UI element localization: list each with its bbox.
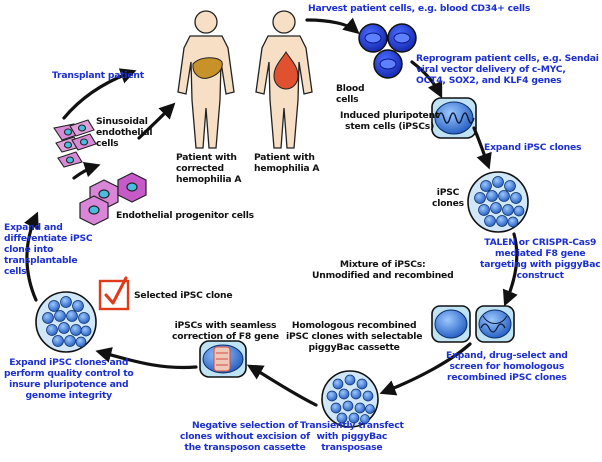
label-mixture: Mixture of iPSCs: Unmodified and recombi… (312, 259, 454, 281)
label-sinusoidal: Sinusoidal endothelial cells (96, 116, 153, 149)
selected-ipsc-colony (35, 291, 97, 353)
ipsc-mixture-cells (431, 305, 515, 343)
liver-icon (192, 57, 223, 79)
endothelial-progenitor-cells (79, 172, 147, 226)
label-ipsc-clones: iPSC clones (432, 187, 464, 209)
label-talen: TALEN or CRISPR-Cas9 mediated F8 gene ta… (480, 237, 601, 281)
label-homologous: Homologous recombined iPSC clones with s… (286, 320, 423, 353)
label-expand-differentiate: Expand and differentiate iPSC clone into… (4, 222, 93, 277)
label-patient-hemophilia: Patient with hemophilia A (254, 152, 320, 174)
patient-corrected-figure-icon (177, 10, 235, 149)
ipsc-single-cell (431, 97, 477, 139)
label-reprogram: Reprogram patient cells, e.g. Sendai vir… (416, 53, 599, 86)
blood-cells-group (358, 23, 417, 79)
homologous-recombined-colony (321, 370, 379, 428)
label-harvest: Harvest patient cells, e.g. blood CD34+ … (308, 3, 531, 14)
label-patient-corrected: Patient with corrected hemophilia A (176, 152, 242, 185)
label-blood-cells: Blood cells (336, 83, 365, 105)
cycle-arrow-icon (24, 17, 519, 407)
label-transfect: Transiently transfect with piggyBac tran… (300, 420, 404, 453)
patient-hemophilia-figure-icon (255, 10, 313, 149)
label-selected-clone: Selected iPSC clone (134, 290, 233, 301)
ipsc-clones-colony (467, 171, 529, 233)
seamless-corrected-cell (199, 340, 247, 378)
label-expand-qc: Expand iPSC clones and perform quality c… (4, 357, 134, 401)
label-seamless: iPSCs with seamless correction of F8 gen… (172, 320, 279, 342)
label-endothelial-progenitor: Endothelial progenitor cells (116, 210, 254, 221)
label-induced-ipsc: Induced pluripotent stem cells (iPSCs) (340, 110, 440, 132)
label-transplant: Transplant patient (52, 70, 144, 81)
label-expand-drug-select: Expand, drug-select and screen for homol… (446, 350, 568, 383)
label-negative-selection: Negative selection of clones without exc… (180, 420, 310, 453)
label-expand-clones: Expand iPSC clones (484, 142, 582, 153)
sinusoidal-endothelial-cells (53, 119, 97, 168)
blood-drop-icon (273, 51, 299, 90)
check-icon (98, 276, 130, 311)
